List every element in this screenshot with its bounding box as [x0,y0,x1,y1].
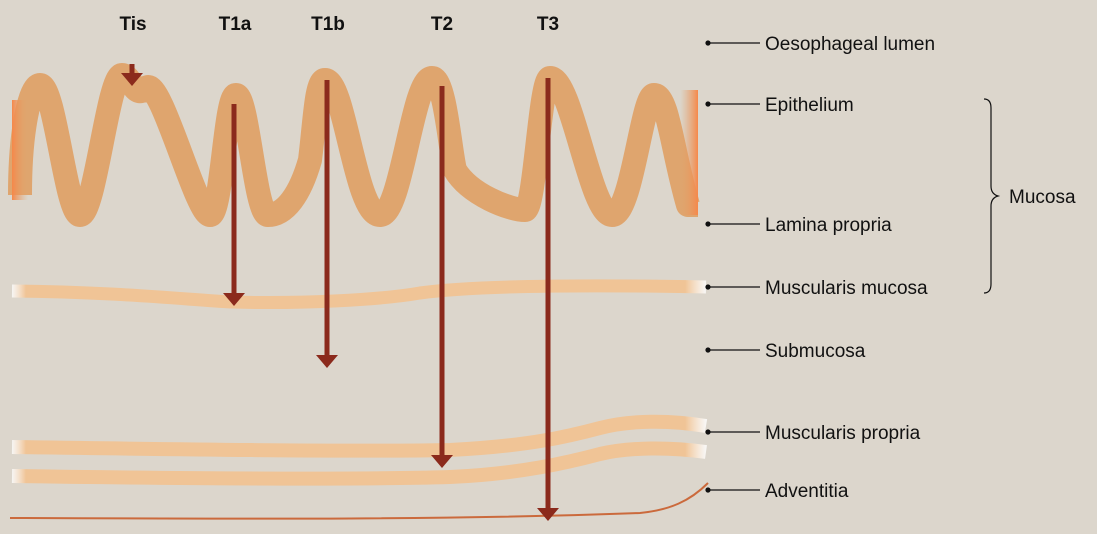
layer-label-muscularis-propria: Muscularis propria [765,423,921,444]
epithelium-fold-layer [20,75,698,215]
layer-label-submucosa: Submucosa [765,341,866,362]
mucosa-left-edge [12,100,28,200]
layer-labels: Oesophageal lumen Epithelium Lamina prop… [765,34,935,502]
layer-label-epithelium: Epithelium [765,95,854,116]
leader-adventitia [706,488,760,492]
mucosa-folds [12,75,698,215]
layer-label-lamina-propria: Lamina propria [765,215,892,236]
adventitia-line [10,483,708,519]
stage-labels: Tis T1a T1b T2 T3 [119,14,559,35]
layer-leaders [706,41,760,492]
stage-label-t2: T2 [431,14,453,35]
mucosa-right-edge [680,90,698,215]
muscularis-mucosa-band [12,286,706,303]
layer-label-oesophageal-lumen: Oesophageal lumen [765,34,935,55]
leader-epithelium [706,102,760,106]
stage-label-t1b: T1b [311,14,345,35]
muscularis-propria-inner-band [12,422,706,451]
layer-label-adventitia: Adventitia [765,481,849,502]
leader-oesophageal-lumen [706,41,760,45]
stage-label-t1a: T1a [219,14,252,35]
leader-muscularis-mucosa [706,285,760,289]
stage-label-tis: Tis [119,14,146,35]
leader-submucosa [706,348,760,352]
layer-label-muscularis-mucosa: Muscularis mucosa [765,278,928,299]
stage-label-t3: T3 [537,14,559,35]
mucosa-brace [984,99,998,293]
leader-lamina-propria [706,222,760,226]
leader-muscularis-propria [706,430,760,434]
mucosa-group-label: Mucosa [1009,187,1076,208]
